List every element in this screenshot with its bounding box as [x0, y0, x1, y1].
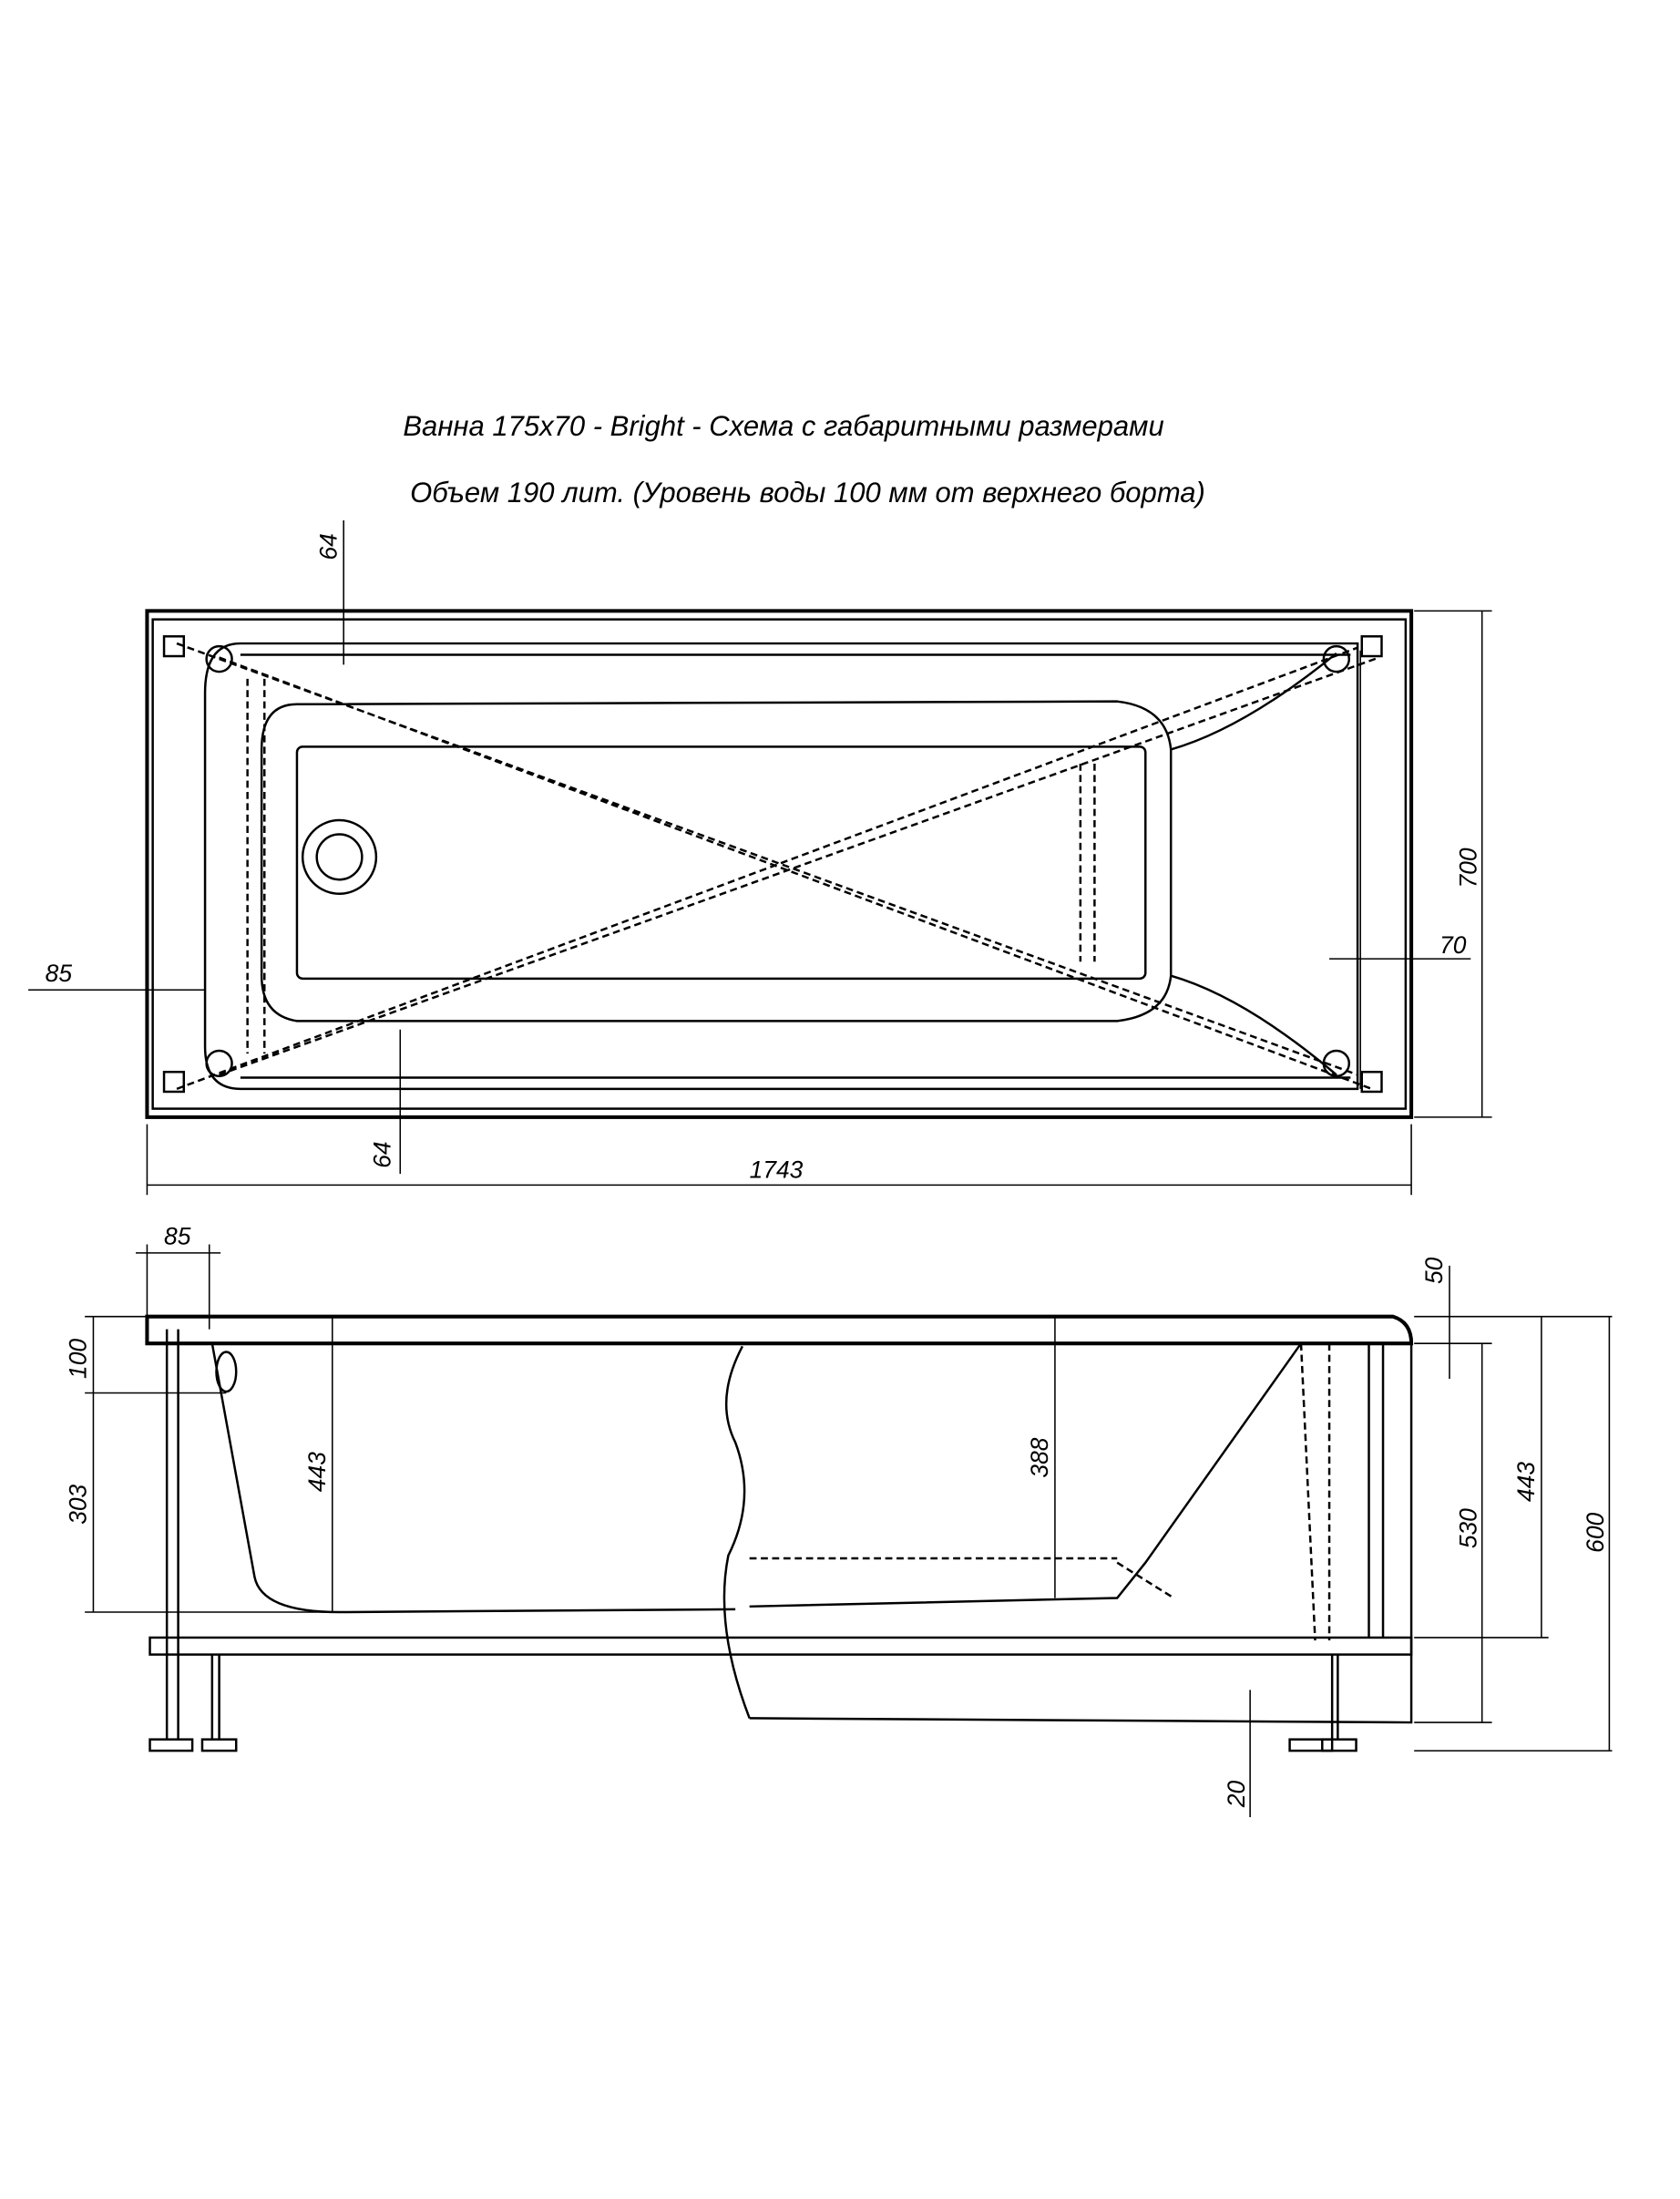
- leg-icons: [149, 1654, 1357, 1752]
- side-view: 85 50 100 443 388 303 530 443 600 20: [65, 1223, 1613, 1818]
- leg-mount-icons: [162, 635, 1383, 1094]
- dim-depth-total: 443: [1512, 1462, 1540, 1502]
- side-dimension-lines: [85, 1244, 1613, 1818]
- dim-depth-foot: 388: [1026, 1437, 1053, 1477]
- side-rim: [145, 1314, 1414, 1346]
- cross-brace-hidden-lines: [176, 642, 1379, 1091]
- dim-rim-bottom: 64: [368, 1141, 395, 1167]
- drawing-subtitle: Объем 190 лит. (Уровень воды 100 мм от в…: [410, 477, 1205, 509]
- top-view: 64 700 70 85 64 1743: [28, 520, 1492, 1196]
- drain-inner-ring: [315, 833, 364, 881]
- overflow-icon: [215, 1351, 238, 1393]
- dim-leg-height: 303: [65, 1484, 92, 1524]
- tub-floor: [295, 745, 1147, 981]
- dimension-lines: [28, 520, 1492, 1196]
- dim-rim-top: 64: [314, 533, 342, 560]
- dim-frame-height: 530: [1454, 1508, 1481, 1548]
- dim-rim-thickness: 50: [1420, 1257, 1448, 1284]
- dim-width: 700: [1454, 848, 1481, 888]
- drain-icon: [301, 818, 378, 895]
- dim-head-offset: 85: [46, 960, 73, 987]
- dim-length: 1743: [750, 1156, 804, 1184]
- dim-total-height: 600: [1582, 1513, 1609, 1553]
- tub-inner-rim: [151, 618, 1408, 1110]
- frame-hidden-lines: [246, 678, 1096, 1054]
- dim-rim-head: 85: [164, 1223, 191, 1250]
- dim-overflow: 100: [65, 1339, 92, 1379]
- frame-bottom: [149, 1636, 1413, 1656]
- dim-foot-adjust: 20: [1223, 1780, 1250, 1808]
- headrest-lines: [1170, 652, 1337, 1076]
- side-bowl-profile: [210, 1342, 1303, 1614]
- frame-posts: [165, 1329, 1385, 1740]
- tub-bottom-outline: [260, 700, 1173, 1022]
- tub-bowl-outline: [203, 642, 1359, 1091]
- break-line: [722, 1345, 751, 1719]
- dim-end-offset: 70: [1439, 931, 1467, 959]
- drawing-title: Ванна 175x70 - Bright - Схема с габаритн…: [403, 410, 1163, 442]
- bowl-edge-lines: [240, 653, 1351, 1079]
- side-panel-outline: [749, 1343, 1413, 1724]
- dim-depth-head: 443: [303, 1452, 331, 1492]
- tub-outer-rim: [145, 609, 1414, 1119]
- side-hidden-lines: [749, 1343, 1331, 1641]
